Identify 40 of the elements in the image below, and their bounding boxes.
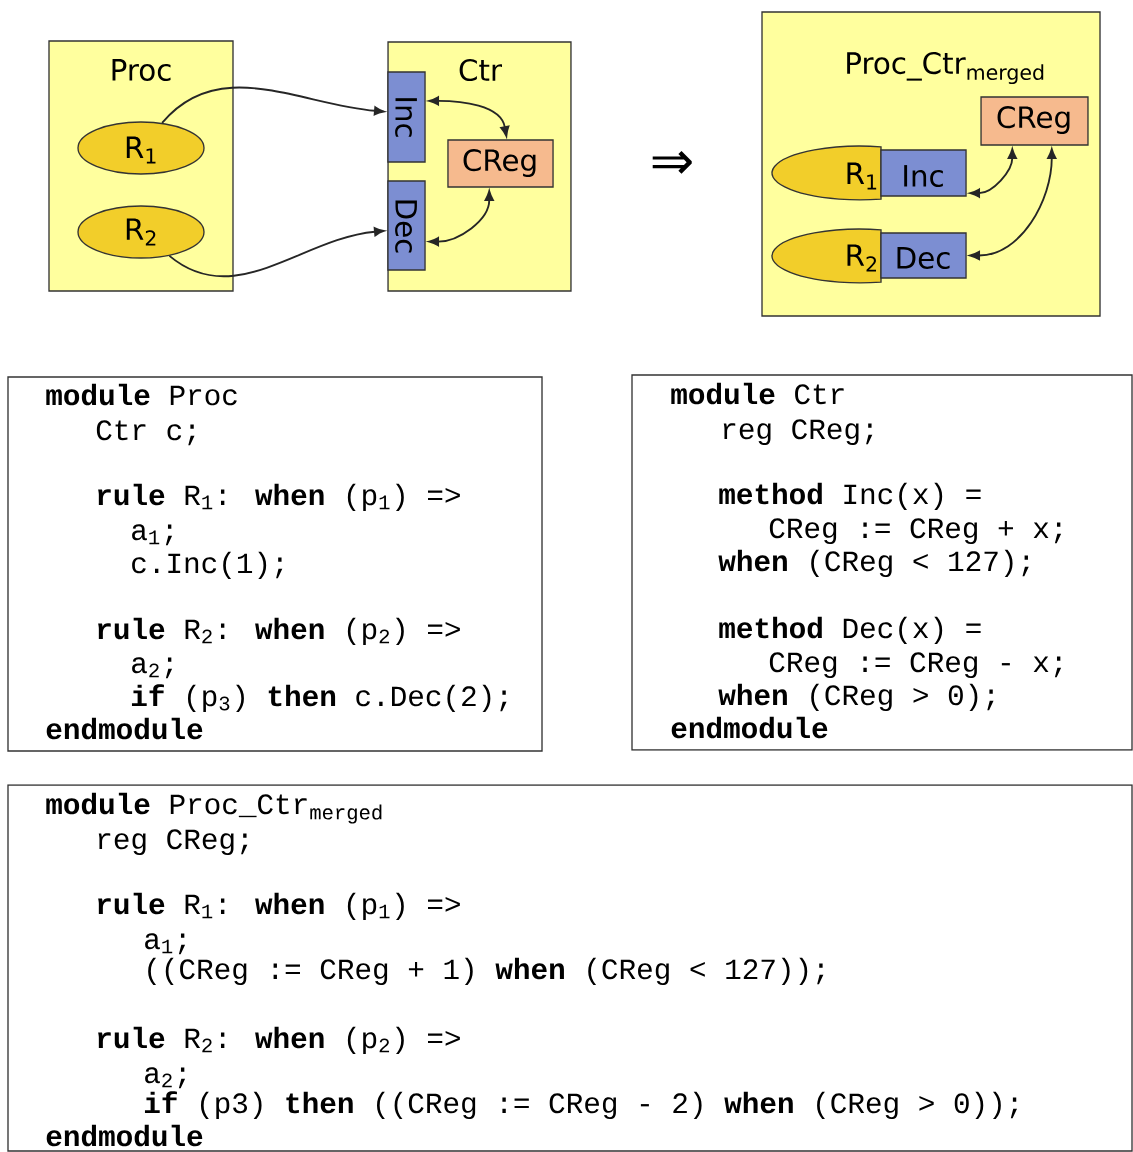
code-line: method Inc(x) =: [719, 482, 981, 511]
arrow: [969, 148, 1057, 261]
code-line: rule R$_{1}$: when (p$_{1}$) =>: [98, 892, 460, 921]
arrow: [428, 96, 510, 137]
code-line: ((CReg := CReg + 1) when (CReg < 127));: [148, 957, 824, 986]
arrow: [161, 86, 385, 124]
code-line: a$_{1}$;: [132, 524, 173, 546]
code-line: endmodule: [46, 717, 203, 740]
code-line: Ctr c;: [96, 420, 195, 446]
code-line: CReg := CReg - x;: [769, 652, 1062, 679]
code-line: endmodule: [46, 1124, 203, 1147]
register-box: CReg: [980, 96, 1089, 146]
register-box: CReg: [447, 139, 554, 188]
arrow: [168, 227, 385, 278]
code-line: endmodule: [671, 716, 828, 739]
code-line: if (p3) then ((CReg := CReg - 2) when (CReg > 0));: [144, 1091, 1017, 1120]
code-line: if (p$_{3}$) then c.Dec(2);: [131, 684, 507, 713]
code-line: reg CReg;: [98, 829, 248, 856]
method-box: Dec: [880, 232, 967, 279]
code-line: reg CReg;: [723, 419, 873, 446]
code-line: a$_{2}$;: [145, 1067, 186, 1089]
code-line: rule R$_{2}$: when (p$_{2}$) =>: [98, 1026, 460, 1055]
code-line: a$_{2}$;: [132, 657, 173, 679]
code-line: c.Inc(1);: [132, 551, 283, 580]
code-line: when (CReg < 127);: [718, 549, 1029, 578]
code-line: rule R$_{2}$: when (p$_{2}$) =>: [98, 617, 460, 646]
code-line: CReg := CReg + x;: [769, 518, 1062, 545]
code-line: module Proc: [46, 383, 237, 406]
code-line: a$_{1}$;: [145, 933, 186, 955]
method-box: Inc: [880, 149, 967, 197]
code-line: module Proc_Ctr$_{merged}$: [46, 792, 382, 824]
arrow: [428, 190, 494, 247]
implies-symbol: ⇒: [652, 150, 692, 174]
code-line: module Ctr: [671, 382, 844, 405]
method-box: Dec: [387, 180, 426, 271]
code-line: rule R$_{1}$: when (p$_{1}$) =>: [98, 483, 460, 512]
arrow: [969, 148, 1017, 198]
code-line: when (CReg > 0);: [718, 683, 994, 712]
method-box: Inc: [387, 71, 426, 163]
code-line: method Dec(x) =: [719, 616, 981, 645]
